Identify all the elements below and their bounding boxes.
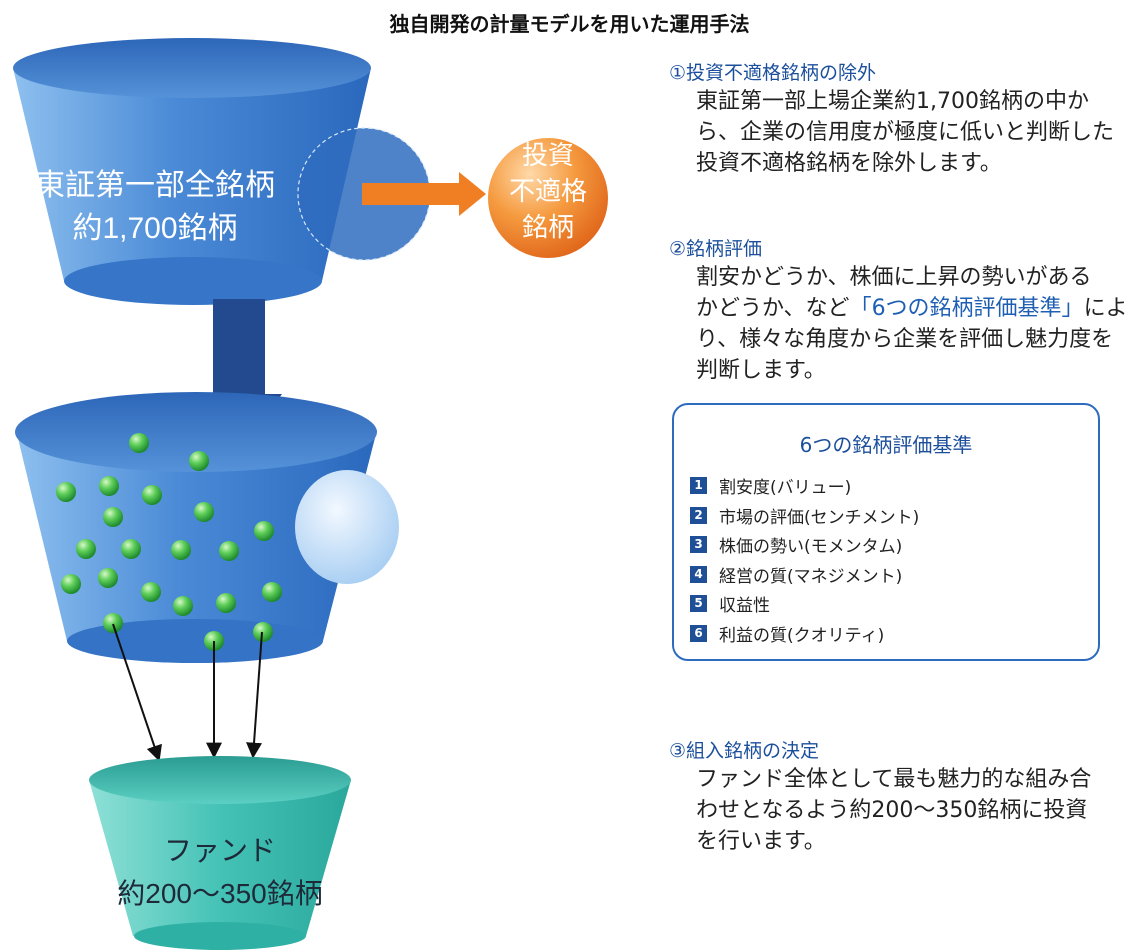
step2-line: 判断します。 xyxy=(696,358,826,383)
fund-label-2: 約200〜350銘柄 xyxy=(117,878,322,909)
step2-line2-post: によ xyxy=(1083,296,1128,321)
criteria-number-badge: 1 xyxy=(690,477,707,495)
step1-line: ら、企業の信用度が極度に低いと判断した xyxy=(696,120,1115,145)
step3-line: わせとなるよう約200〜350銘柄に投資 xyxy=(696,798,1088,823)
criteria-label: 経営の質(マネジメント) xyxy=(719,566,903,587)
top-funnel-label-2: 約1,700銘柄 xyxy=(72,212,237,245)
step1-line: 東証第一部上場企業約1,700銘柄の中か xyxy=(696,89,1089,114)
step2-line: かどうか、など「6つの銘柄評価基準」によ xyxy=(696,293,1128,324)
excluded-label-1: 投資 xyxy=(522,140,574,170)
stock-ball xyxy=(103,507,123,527)
criteria-number-badge: 4 xyxy=(690,565,707,583)
criteria-label: 利益の質(クオリティ) xyxy=(719,625,885,646)
criteria-number-badge: 3 xyxy=(690,536,707,554)
step3-line: を行います。 xyxy=(696,829,826,854)
stock-ball xyxy=(219,541,239,561)
top-funnel-label-1: 東証第一部全銘柄 xyxy=(35,169,275,202)
step2-body: 割安かどうか、株価に上昇の勢いがある かどうか、など「6つの銘柄評価基準」によ … xyxy=(696,262,1128,386)
step2-heading: ②銘柄評価 xyxy=(669,238,763,260)
step1-line: 投資不適格銘柄を除外します。 xyxy=(696,151,1002,176)
criteria-number-badge: 2 xyxy=(690,506,707,524)
stock-ball xyxy=(61,574,81,594)
criteria-number-badge: 5 xyxy=(690,595,707,613)
criteria-label: 市場の評価(センチメント) xyxy=(719,507,920,528)
step3-body: ファンド全体として最も魅力的な組み合 わせとなるよう約200〜350銘柄に投資 … xyxy=(696,764,1091,857)
stock-ball xyxy=(189,451,209,471)
criteria-reference: 「6つの銘柄評価基準」 xyxy=(849,296,1084,321)
step2-line2-pre: かどうか、など xyxy=(696,296,850,321)
step1-heading: ①投資不適格銘柄の除外 xyxy=(669,62,877,84)
stock-ball xyxy=(262,582,282,602)
evaluation-lens xyxy=(295,470,399,584)
excluded-label-2: 不適格 xyxy=(509,176,587,206)
criteria-item: 3 株価の勢い(モメンタム) xyxy=(690,530,919,560)
step2-line: り、様々な角度から企業を評価し魅力度を xyxy=(696,327,1114,352)
stock-ball xyxy=(194,502,214,522)
stock-ball xyxy=(253,622,273,642)
criteria-box: 6つの銘柄評価基準 1 割安度(バリュー) 2 市場の評価(センチメント) 3 株価の… xyxy=(672,403,1100,661)
criteria-item: 2 市場の評価(センチメント) xyxy=(690,501,919,531)
selection-arrows xyxy=(112,623,263,762)
stock-ball xyxy=(56,482,76,502)
stock-ball xyxy=(98,568,118,588)
step2-line: 割安かどうか、株価に上昇の勢いがある xyxy=(696,265,1092,290)
step1-body: 東証第一部上場企業約1,700銘柄の中か ら、企業の信用度が極度に低いと判断した… xyxy=(696,86,1114,179)
stock-ball xyxy=(216,593,236,613)
criteria-label: 株価の勢い(モメンタム) xyxy=(719,537,903,558)
step3-line: ファンド全体として最も魅力的な組み合 xyxy=(696,767,1092,792)
stock-ball xyxy=(173,596,193,616)
stock-ball xyxy=(142,485,162,505)
stock-ball xyxy=(129,433,149,453)
excluded-stocks-circle xyxy=(488,138,608,258)
stock-balls xyxy=(56,433,282,651)
criteria-item: 5 収益性 xyxy=(690,589,919,619)
stock-ball xyxy=(121,539,141,559)
criteria-item: 6 利益の質(クオリティ) xyxy=(690,619,919,649)
stock-ball xyxy=(171,540,191,560)
page-title: 独自開発の計量モデルを用いた運用手法 xyxy=(389,12,750,36)
stock-ball xyxy=(254,521,274,541)
criteria-item: 4 経営の質(マネジメント) xyxy=(690,560,919,590)
fund-label-1: ファンド xyxy=(164,835,276,866)
exclusion-arrow xyxy=(362,172,486,216)
criteria-label: 収益性 xyxy=(719,596,770,617)
middle-funnel xyxy=(15,392,399,663)
criteria-title: 6つの銘柄評価基準 xyxy=(799,433,973,457)
stock-ball xyxy=(103,613,123,633)
criteria-label: 割安度(バリュー) xyxy=(719,478,852,499)
stock-ball xyxy=(76,539,96,559)
criteria-item: 1 割安度(バリュー) xyxy=(690,471,919,501)
stock-ball xyxy=(141,582,161,602)
fund-funnel xyxy=(89,756,351,950)
criteria-number-badge: 6 xyxy=(690,624,707,642)
step3-heading: ③組入銘柄の決定 xyxy=(669,740,820,762)
excluded-label-3: 銘柄 xyxy=(522,212,574,242)
stock-ball xyxy=(99,476,119,496)
